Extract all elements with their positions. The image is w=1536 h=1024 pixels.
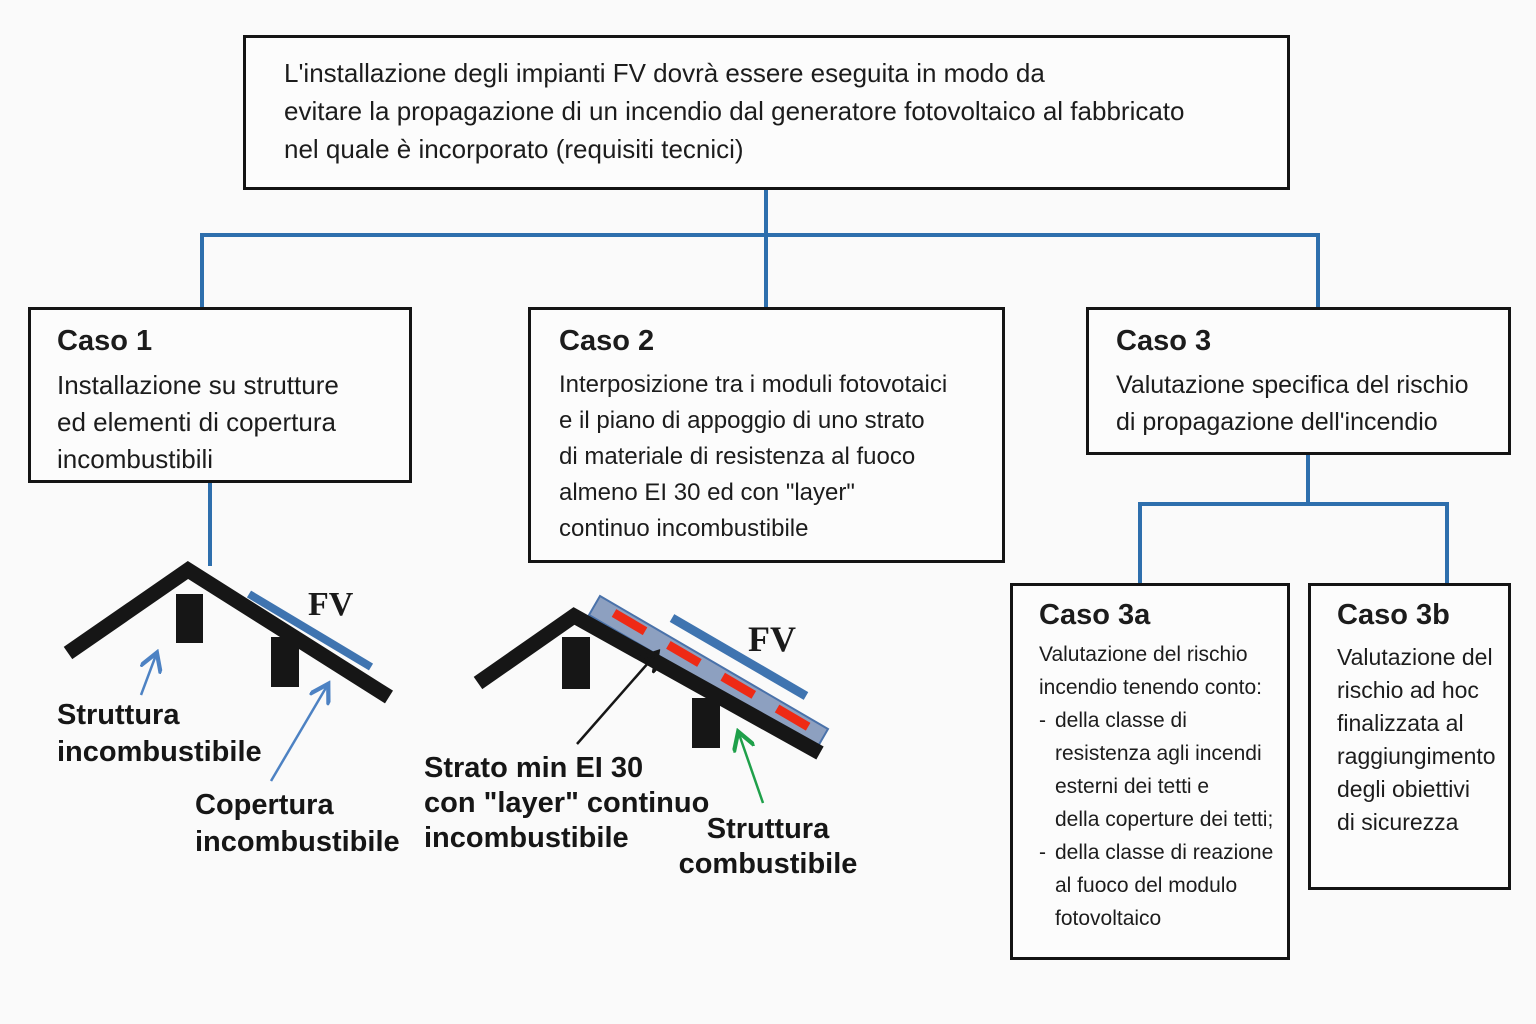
caso3a-title: Caso 3a	[1039, 599, 1151, 631]
fv-module-bar	[669, 614, 809, 700]
roof-rafter	[562, 637, 590, 689]
caso2-roof-diagram	[473, 594, 830, 804]
roof-combustible-structure	[473, 607, 824, 760]
fv-module-bar	[246, 590, 374, 671]
connector-tree	[200, 190, 1449, 583]
root-statement-box: L'installazione degli impianti FV dovrà …	[243, 35, 1290, 190]
caso3-title: Caso 3	[1116, 325, 1212, 357]
caso3b-title: Caso 3b	[1337, 599, 1450, 631]
caso2-fv-label: FV	[748, 619, 796, 659]
ei30-layer-red-dashes	[611, 609, 815, 733]
roof-rafter	[271, 637, 299, 687]
caso1-fv-label: FV	[308, 586, 354, 623]
caso2-title: Caso 2	[559, 325, 655, 357]
arrow-to-combustible-structure	[739, 734, 765, 804]
caso2-box: Caso 2 Interposizione tra i moduli fotov…	[528, 307, 1005, 563]
root-statement-text: L'installazione degli impianti FV dovrà …	[284, 58, 1185, 164]
caso1-roof-diagram	[63, 561, 394, 782]
arrow-to-structure	[141, 655, 156, 696]
caso1-title: Caso 1	[57, 325, 153, 357]
roof-incombustible-structure	[63, 561, 394, 704]
arrow-to-ei30-layer	[576, 654, 656, 745]
roof-rafter	[692, 698, 720, 748]
arrow-to-covering	[269, 686, 327, 782]
bullet-marker: -	[1039, 709, 1046, 732]
roof-rafter	[176, 594, 203, 643]
bullet-marker: -	[1039, 841, 1046, 864]
caso3-box: Caso 3 Valutazione specifica del rischio…	[1086, 307, 1511, 455]
